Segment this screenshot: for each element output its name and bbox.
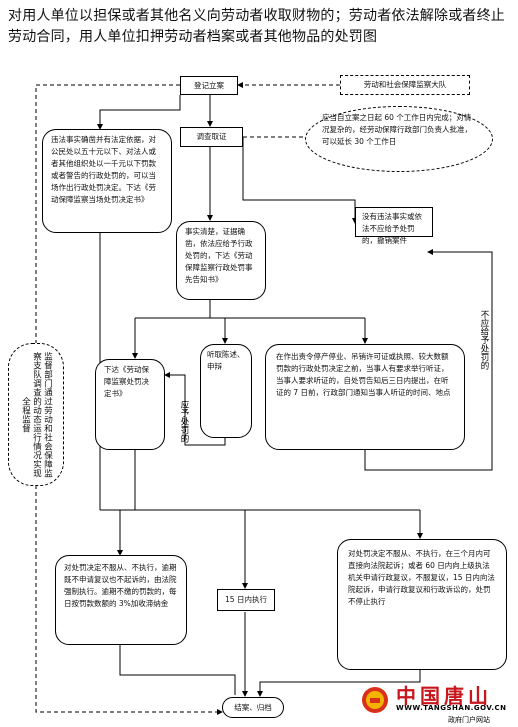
supervision-node: 劳动和社会保障监察大队 bbox=[340, 75, 470, 95]
logo-sub: 政府门户网站 bbox=[448, 716, 490, 724]
register-node: 登记立案 bbox=[180, 76, 238, 95]
issue-decision-node: 下达《劳动保障监察处罚决定书》 bbox=[95, 359, 165, 450]
emblem-icon bbox=[362, 687, 388, 713]
supervision-left-text: 监督部门通过劳动和社会保障监察支队调查的动态运行情况实现全程监督 bbox=[20, 351, 53, 478]
no-violation-node: 没有违法事实或依法不应给予处罚的，撤销案件 bbox=[355, 207, 433, 245]
no-penalty-path bbox=[364, 249, 493, 471]
close-node: 结案、归档 bbox=[222, 697, 284, 718]
facts-clear-node: 事实清楚，证据确凿，依法应给予行政处罚的，下达《劳动保障监察行政处罚事先告知书》 bbox=[176, 221, 266, 300]
register-to-quick-penalty bbox=[97, 95, 181, 130]
supervision-left-to-close bbox=[35, 485, 223, 715]
within-15-node: 15 日内执行 bbox=[217, 589, 275, 611]
diagram-title: 对用人单位以担保或者其他名义向劳动者收取财物的；劳动者依法解除或者终止劳动合同，… bbox=[8, 8, 505, 45]
statement-node: 听取陈述、申辩 bbox=[200, 344, 252, 438]
investigate-node: 调查取证 bbox=[180, 127, 243, 147]
enforce-left-node: 对处罚决定不服从、不执行，逾期既不申请复议也不起诉的，由法院强制执行。逾期不缴的… bbox=[55, 555, 187, 645]
hearing-node: 在作出责令停产停业、吊销许可证或执照、较大数额罚款的行政处罚决定之前，当事人有要… bbox=[265, 344, 465, 450]
tangshan-logo: 中国唐山 WWW.TANGSHAN.GOV.CN 政府门户网站 bbox=[360, 680, 515, 725]
time-limit-note: 应当自立案之日起 60 个工作日内完成；对情况复杂的，经劳动保障行政部门负责人批… bbox=[305, 106, 493, 172]
logo-url: WWW.TANGSHAN.GOV.CN bbox=[396, 704, 507, 712]
register-to-supervision-left bbox=[35, 84, 180, 345]
no-penalty-label: 不应给予处罚的 bbox=[479, 310, 489, 370]
penalty-label: 应予处罚的 bbox=[179, 400, 189, 443]
logo-name: 中国唐山 bbox=[396, 684, 492, 708]
enforce-right-node: 对处罚决定不服从、不执行，在三个月内可直接向法院起诉；或者 60 日内向上级执法… bbox=[337, 539, 507, 670]
quick-penalty-node: 违法事实确凿并有法定依据，对公民处以五十元以下、对法人或者其他组织处以一千元以下… bbox=[42, 129, 172, 233]
supervision-left-node: 监督部门通过劳动和社会保障监察支队调查的动态运行情况实现全程监督 bbox=[8, 343, 64, 486]
